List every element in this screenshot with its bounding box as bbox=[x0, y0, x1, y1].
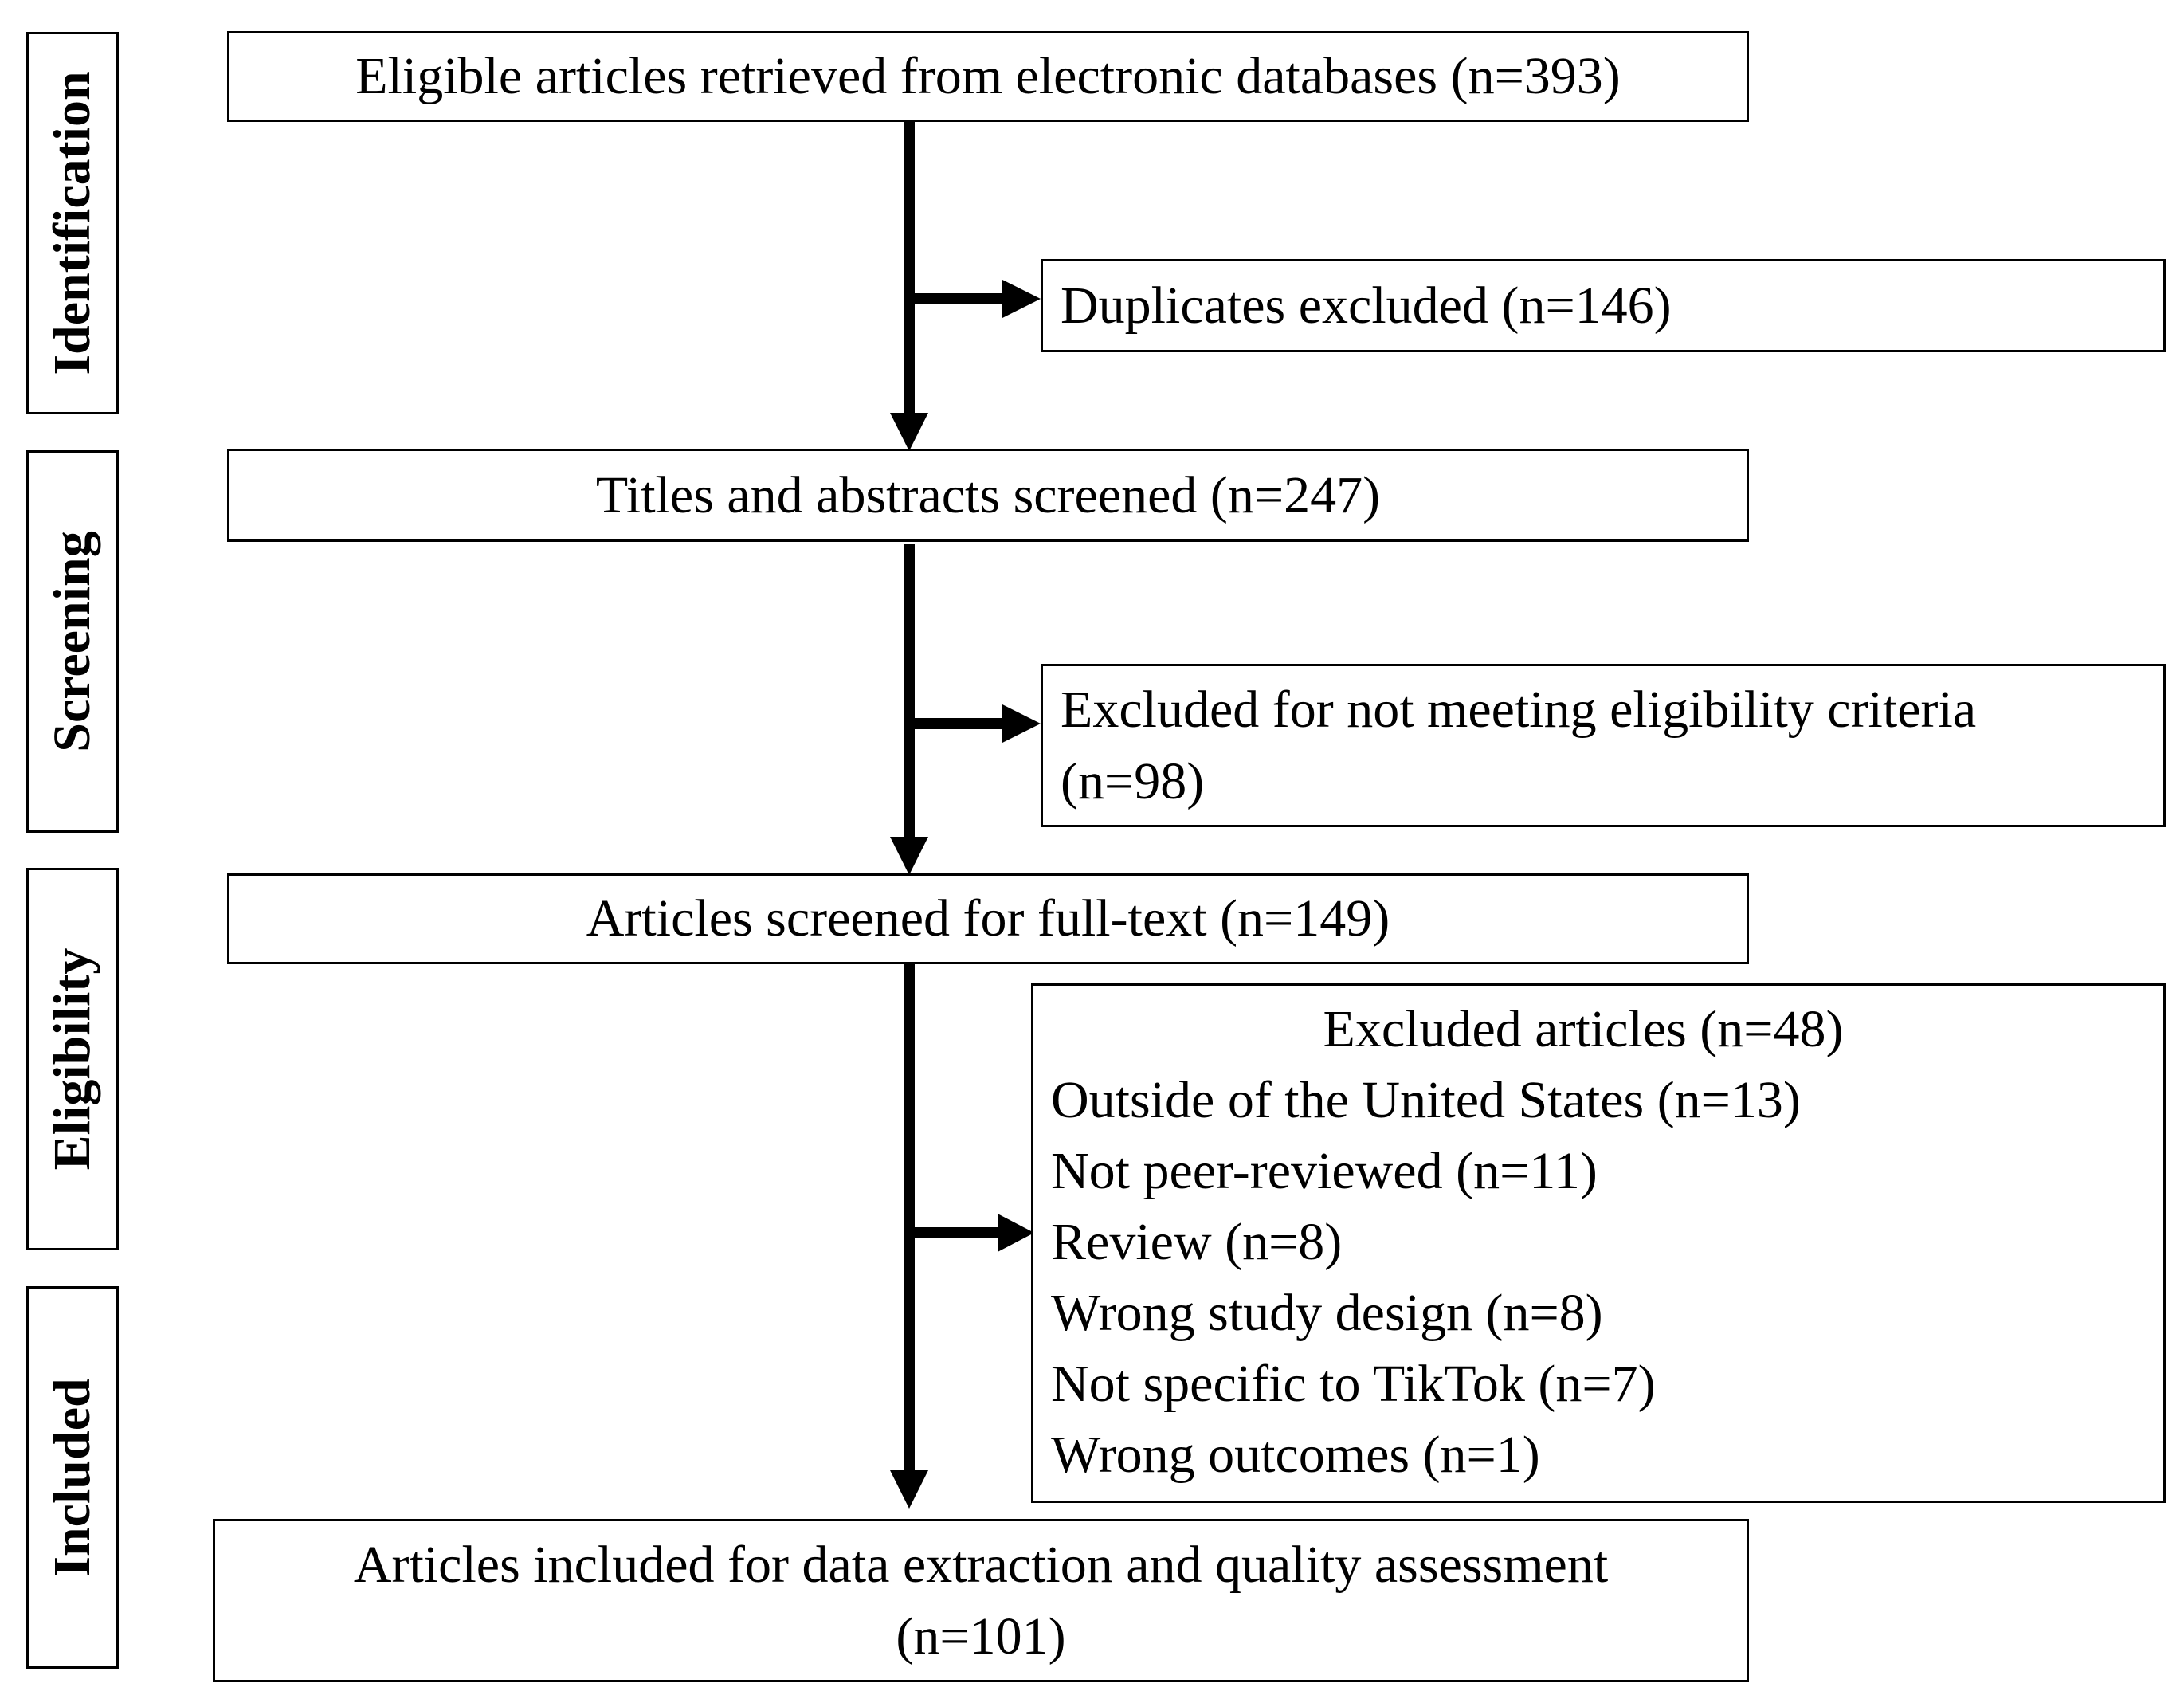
box-retrieved: Eligible articles retrieved from electro… bbox=[227, 31, 1749, 122]
arrowhead-included bbox=[890, 1470, 928, 1509]
included-line1: Articles included for data extraction an… bbox=[353, 1535, 1609, 1594]
not-eligible-line2: (n=98) bbox=[1061, 751, 1205, 810]
exclusion-item: Wrong outcomes (n=1) bbox=[1051, 1426, 1540, 1484]
box-included: Articles included for data extraction an… bbox=[213, 1519, 1749, 1682]
fulltext-text: Articles screened for full-text (n=149) bbox=[586, 889, 1390, 948]
arrowhead-fulltext bbox=[890, 837, 928, 875]
duplicates-text: Duplicates excluded (n=146) bbox=[1061, 276, 1672, 335]
box-screened: Titles and abstracts screened (n=247) bbox=[227, 449, 1749, 542]
box-exclusions: Excluded articles (n=48) Outside of the … bbox=[1031, 983, 2166, 1503]
retrieved-text: Eligible articles retrieved from electro… bbox=[355, 47, 1621, 105]
box-fulltext: Articles screened for full-text (n=149) bbox=[227, 873, 1749, 964]
phase-identification: Identification bbox=[26, 32, 119, 414]
not-eligible-line1: Excluded for not meeting eligibility cri… bbox=[1061, 680, 1977, 739]
exclusion-item: Not specific to TikTok (n=7) bbox=[1051, 1355, 1656, 1413]
box-not-eligible: Excluded for not meeting eligibility cri… bbox=[1041, 664, 2166, 827]
box-duplicates: Duplicates excluded (n=146) bbox=[1041, 259, 2166, 352]
screened-text: Titles and abstracts screened (n=247) bbox=[595, 465, 1381, 524]
exclusion-item: Outside of the United States (n=13) bbox=[1051, 1071, 1801, 1129]
arrowhead-exclusions bbox=[998, 1214, 1034, 1252]
included-line2: (n=101) bbox=[896, 1607, 1066, 1666]
phase-included: Included bbox=[26, 1286, 119, 1669]
exclusion-item: Review (n=8) bbox=[1051, 1213, 1343, 1271]
arrowhead-duplicates bbox=[1002, 280, 1041, 318]
exclusions-title: Excluded articles (n=48) bbox=[1323, 1000, 1844, 1058]
arrowhead-not-eligible bbox=[1002, 704, 1041, 743]
exclusion-item: Not peer-reviewed (n=11) bbox=[1051, 1142, 1598, 1200]
arrowhead-screened bbox=[890, 413, 928, 451]
phase-screening: Screening bbox=[26, 450, 119, 833]
phase-eligibility: Eligibility bbox=[26, 868, 119, 1250]
exclusion-item: Wrong study design (n=8) bbox=[1051, 1284, 1603, 1342]
